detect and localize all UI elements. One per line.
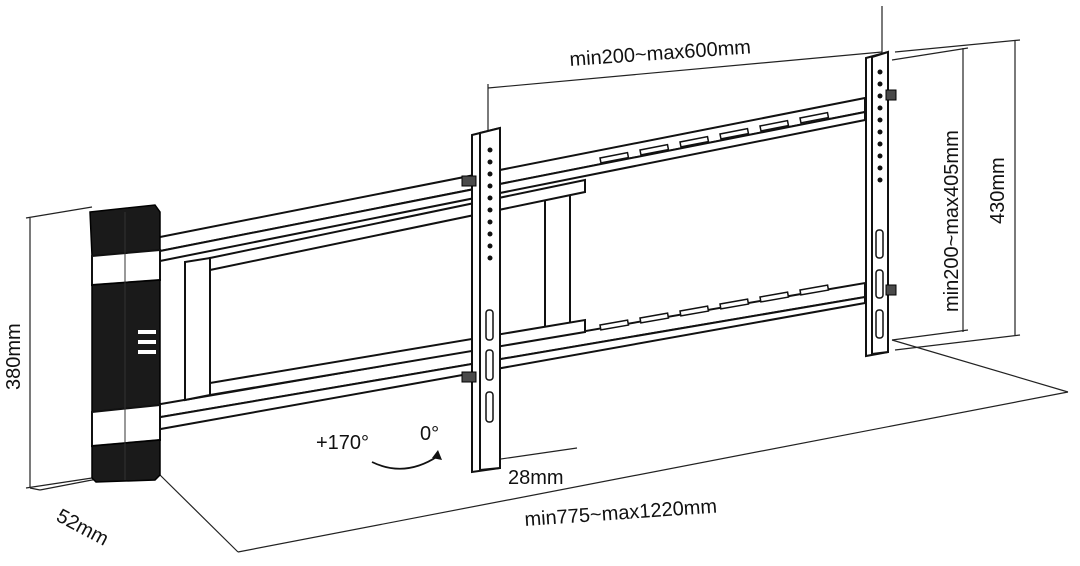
mount-rails — [154, 96, 866, 432]
label-bracket-height: 430mm — [987, 157, 1009, 224]
rotation-arrow-icon — [371, 450, 442, 470]
label-plate-height: 380mm — [3, 323, 25, 390]
label-rotation-left: +170° — [316, 432, 369, 454]
label-vesa-horizontal: min200~max600mm — [569, 36, 752, 71]
label-bracket-thickness: 28mm — [508, 467, 564, 489]
wall-plate — [89, 204, 161, 483]
label-arm-extension: min775~max1220mm — [524, 496, 718, 531]
right-tv-bracket — [865, 50, 897, 358]
label-vesa-vertical: min200~max405mm — [941, 130, 963, 312]
label-plate-depth: 52mm — [53, 505, 112, 551]
label-rotation-right: 0° — [420, 423, 439, 445]
left-tv-bracket — [461, 126, 501, 474]
